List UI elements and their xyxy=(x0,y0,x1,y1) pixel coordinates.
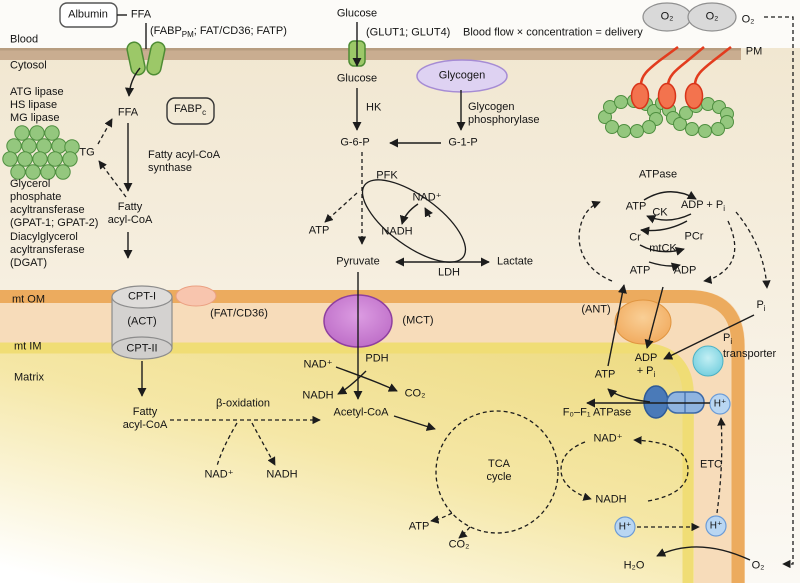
proton-circles xyxy=(614,393,731,538)
solid-arrows xyxy=(117,14,755,561)
mitochondrion xyxy=(0,290,745,583)
cpt-complex xyxy=(111,285,173,360)
h-plus-ims-circle xyxy=(705,515,727,537)
fabpc-box xyxy=(166,97,215,125)
plasma-membrane xyxy=(0,48,741,60)
albumin-box xyxy=(59,2,118,28)
o2-bubbles xyxy=(642,2,737,32)
glycogen-store xyxy=(416,59,508,93)
stalk-heads xyxy=(630,82,704,110)
dashed-arrows xyxy=(97,16,794,569)
fat-cd36-mito xyxy=(175,285,217,307)
h-plus-matrix-circle xyxy=(614,516,636,538)
h-plus-top-circle xyxy=(709,393,731,415)
ant-transporter xyxy=(614,299,672,345)
ffa-transporter xyxy=(126,41,166,76)
tg-lipid-droplet xyxy=(2,125,80,180)
pi-transporter-shape xyxy=(692,345,724,377)
mito-outer-membrane xyxy=(0,290,745,583)
